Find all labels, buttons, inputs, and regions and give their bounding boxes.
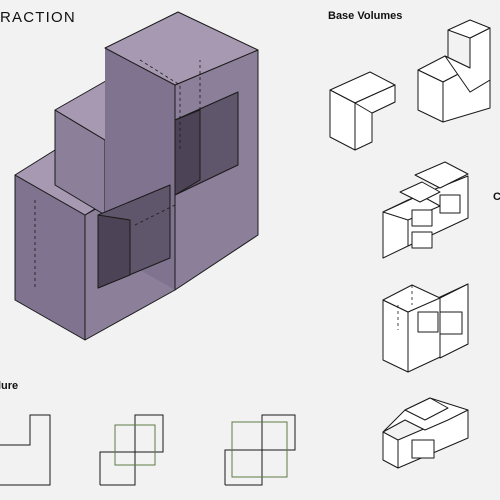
plan-outline-icon-1 [0, 414, 51, 486]
base-volumes-heading: Base Volumes [328, 10, 403, 22]
upper-opening-depth [174, 109, 201, 196]
procedure-heading: lure [0, 380, 19, 392]
edge-heading-fragment: C [493, 191, 500, 203]
base-volume-stepped-shape-icon [417, 19, 491, 123]
lower-opening-depth [97, 214, 131, 289]
base-volume-l-shape-icon [329, 71, 396, 151]
assembly-step-icon-2 [382, 283, 469, 373]
assembly-step-icon-1 [382, 161, 469, 259]
plan-outline-icon-3 [224, 414, 296, 486]
assembly-step-icon-3 [382, 397, 469, 469]
tower-top-face [104, 11, 259, 86]
plan-outline-icon-2 [99, 414, 164, 486]
main-extruded-volume-diagram-icon [14, 11, 259, 341]
page-title: RACTION [0, 9, 76, 26]
